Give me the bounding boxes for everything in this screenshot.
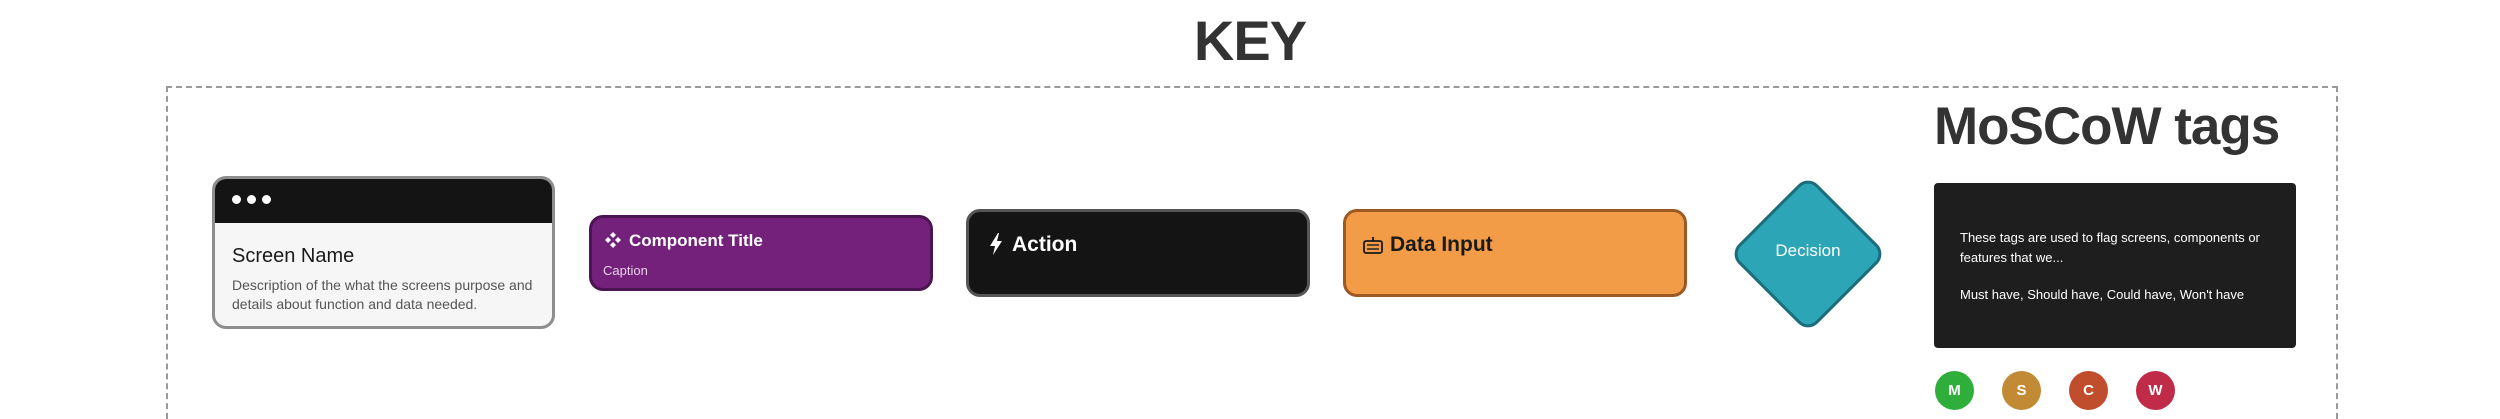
- component-node-example: Component Title Caption: [589, 215, 933, 291]
- moscow-description: These tags are used to flag screens, com…: [1960, 230, 2260, 265]
- keyboard-icon: [1363, 237, 1383, 254]
- key-frame: [166, 86, 2338, 419]
- moscow-description-box: These tags are used to flag screens, com…: [1934, 183, 2296, 348]
- screen-description: Description of the what the screens purp…: [232, 277, 533, 312]
- component-caption: Caption: [603, 263, 648, 278]
- screen-node-example: Screen Name Description of the what the …: [212, 176, 555, 329]
- decision-node-example: Decision: [1728, 174, 1888, 334]
- action-node-example: Action: [966, 209, 1310, 297]
- lightning-icon: [990, 233, 1002, 255]
- component-icon: [605, 232, 621, 248]
- moscow-tag-wont: W: [2136, 371, 2175, 410]
- moscow-tag-should: S: [2002, 371, 2041, 410]
- component-title: Component Title: [629, 231, 763, 250]
- key-title: KEY: [1193, 9, 1307, 72]
- window-dots-icon: [232, 195, 271, 204]
- screen-title-bar: [215, 179, 552, 223]
- action-label: Action: [1012, 233, 1078, 256]
- moscow-tag-list: M S C W: [1935, 371, 2175, 410]
- moscow-title: MoSCoW tags: [1934, 97, 2280, 156]
- data-input-label: Data Input: [1390, 233, 1493, 256]
- decision-label: Decision: [1775, 241, 1841, 260]
- moscow-tag-must: M: [1935, 371, 1974, 410]
- screen-name: Screen Name: [232, 245, 355, 267]
- data-input-node-example: Data Input: [1343, 209, 1687, 297]
- moscow-tag-could: C: [2069, 371, 2108, 410]
- moscow-categories: Must have, Should have, Could have, Won'…: [1960, 287, 2245, 302]
